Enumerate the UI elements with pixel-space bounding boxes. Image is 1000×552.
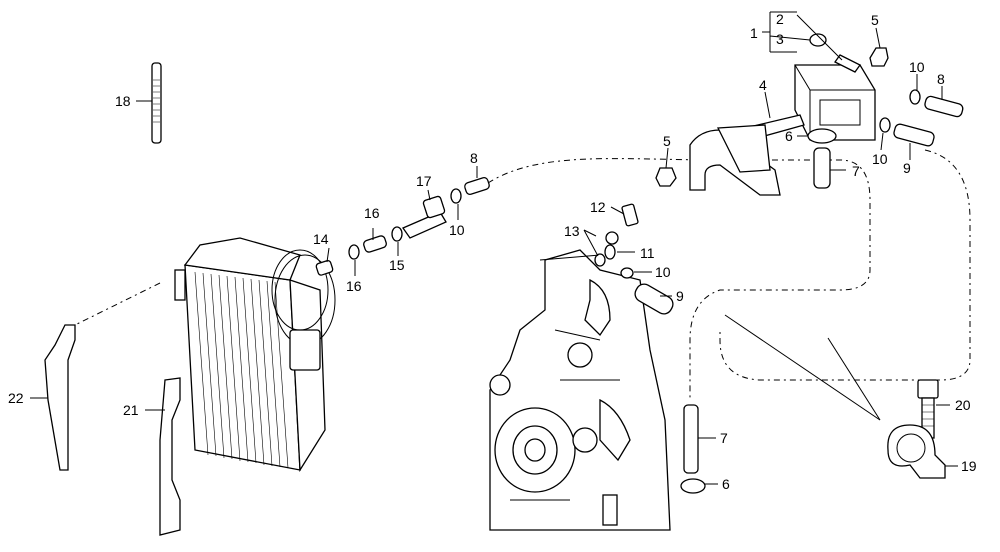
callout-15: 15 bbox=[389, 257, 405, 273]
callout-10-engine: 10 bbox=[655, 264, 671, 280]
engine-block bbox=[489, 249, 671, 531]
callout-13: 13 bbox=[564, 223, 580, 239]
callout-6-top: 6 bbox=[785, 128, 793, 144]
engine-fittings bbox=[583, 203, 674, 315]
callout-6-bottom: 6 bbox=[722, 476, 730, 492]
callout-19: 19 bbox=[961, 458, 977, 474]
hose-routing-lines bbox=[74, 149, 971, 400]
callout-22: 22 bbox=[8, 390, 24, 406]
part-22-bracket bbox=[30, 324, 76, 471]
callout-1: 1 bbox=[750, 25, 758, 41]
callout-10-mid: 10 bbox=[872, 151, 888, 167]
callout-9-top: 9 bbox=[903, 160, 911, 176]
callout-17: 17 bbox=[416, 173, 432, 189]
callout-numbers: 1 2 3 5 10 8 4 6 5 10 9 7 18 8 17 12 16 … bbox=[8, 11, 977, 492]
callout-4: 4 bbox=[759, 77, 767, 93]
callout-12: 12 bbox=[590, 199, 606, 215]
callout-5-top: 5 bbox=[871, 12, 879, 28]
callout-21: 21 bbox=[123, 402, 139, 418]
callout-16-lower: 16 bbox=[346, 278, 362, 294]
coolant-reservoir-assembly bbox=[655, 11, 964, 196]
part-18-cable-tie bbox=[136, 62, 162, 144]
callout-18: 18 bbox=[115, 93, 131, 109]
callout-5-left: 5 bbox=[663, 133, 671, 149]
radiator-assembly bbox=[174, 237, 336, 473]
clamp-leader-lines bbox=[724, 314, 881, 421]
callout-10-top: 10 bbox=[909, 59, 925, 75]
callout-7-bottom: 7 bbox=[720, 430, 728, 446]
callout-20: 20 bbox=[955, 397, 971, 413]
callout-10-left: 10 bbox=[449, 222, 465, 238]
callout-14: 14 bbox=[313, 231, 329, 247]
callout-7-top: 7 bbox=[852, 163, 860, 179]
callout-2: 2 bbox=[776, 11, 784, 27]
callout-3: 3 bbox=[776, 31, 784, 47]
callout-8-top: 8 bbox=[937, 71, 945, 87]
upper-hose-fittings bbox=[315, 166, 490, 276]
callout-11: 11 bbox=[640, 245, 655, 261]
hose-clamp-and-bolt bbox=[887, 379, 958, 479]
callout-8-left: 8 bbox=[470, 150, 478, 166]
part-21-bracket bbox=[145, 377, 181, 536]
lower-hose-and-clamp bbox=[680, 404, 718, 494]
callout-16-upper: 16 bbox=[364, 205, 380, 221]
callout-9-engine: 9 bbox=[676, 288, 684, 304]
